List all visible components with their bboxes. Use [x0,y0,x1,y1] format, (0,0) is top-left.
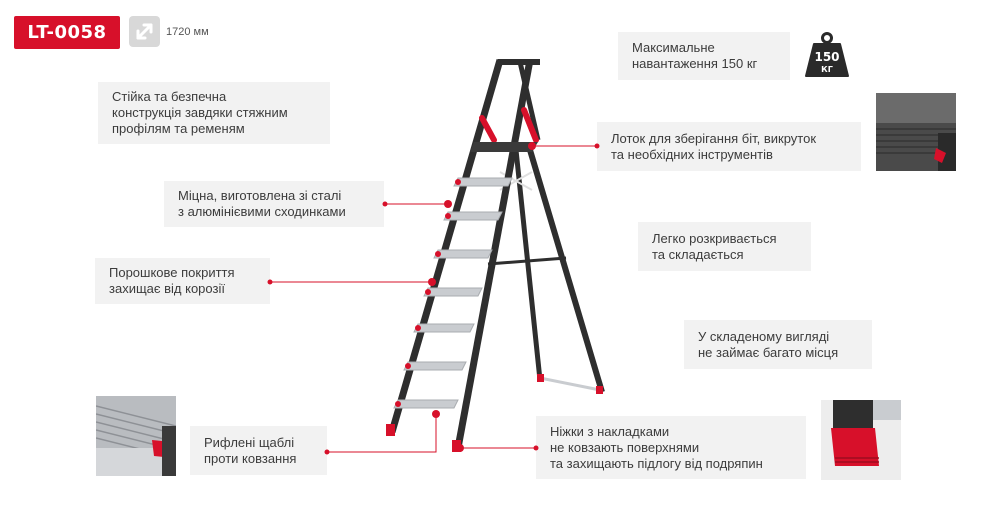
ladder-step-caps [395,179,461,407]
weight-icon: 150 КГ [802,30,852,80]
resize-diagonal-icon [129,16,160,47]
ladder-foot-back-left [537,374,544,382]
ladder-height: 1720 мм [166,26,209,38]
ladder-bottom-brace [539,376,601,392]
feature-ribbed: Рифлені щаблі проти ковзання [190,426,327,475]
ladder-back-leg-left [513,149,543,381]
weight-value: 150 [814,50,839,64]
feature-steel: Міцна, виготовлена зі сталі з алюмінієви… [164,181,384,227]
ladder-foot-left [386,424,395,436]
feature-stable-text: Стійка та безпечна конструкція завдяки с… [112,89,288,136]
step-detail-photo [96,396,176,476]
ladder-foot-back-right [596,386,603,394]
ladder-spreader [487,256,567,266]
tray-detail-photo [876,93,956,171]
callout-dots [267,142,600,455]
feature-max-load: Максимальне навантаження 150 кг [618,32,790,80]
feature-stable: Стійка та безпечна конструкція завдяки с… [98,82,330,144]
feature-steel-text: Міцна, виготовлена зі сталі з алюмінієви… [178,188,346,219]
feature-tray: Лоток для зберігання біт, викруток та не… [597,122,861,171]
feature-ribbed-text: Рифлені щаблі проти ковзання [204,434,297,466]
feature-powder-text: Порошкове покриття захищає від корозії [109,265,235,296]
product-code-badge: LT-0058 [14,16,120,49]
feature-easy-open-text: Легко розкривається та складається [652,230,777,262]
feature-max-load-text: Максимальне навантаження 150 кг [632,40,758,71]
feature-powder: Порошкове покриття захищає від корозії [95,258,270,304]
feature-feet: Ніжки з накладками не ковзають поверхням… [536,416,806,479]
feature-folded-text: У складеному вигляді не займає багато мі… [698,328,839,360]
feature-feet-text: Ніжки з накладками не ковзають поверхням… [550,423,763,471]
ladder-tray [470,142,538,152]
feature-folded: У складеному вигляді не займає багато мі… [684,320,872,369]
weight-unit: КГ [821,65,833,74]
feature-easy-open: Легко розкривається та складається [638,222,811,271]
ladder-handle-grip [521,107,539,143]
feature-tray-text: Лоток для зберігання біт, викруток та не… [611,130,817,162]
ladder-front-leg-right [454,59,534,449]
ladder-foot-right [452,440,461,452]
ladder-handle [517,61,541,141]
callout-lines [270,145,597,453]
ladder-back-leg-right [527,149,605,393]
foot-detail-photo [821,400,901,480]
ladder-handle-grip-left [479,115,497,143]
